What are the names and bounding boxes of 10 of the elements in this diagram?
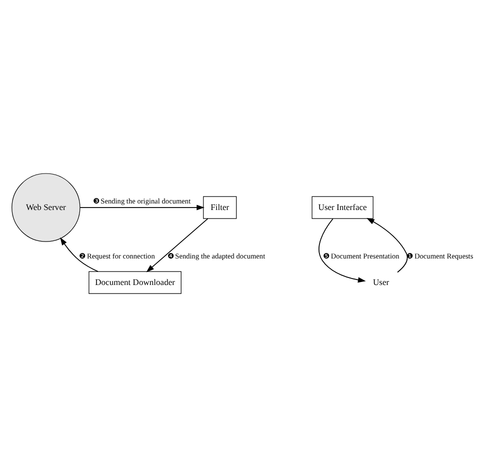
- node-box: Document Downloader: [88, 270, 181, 294]
- arrow: [146, 218, 208, 272]
- arrow: [366, 218, 408, 272]
- node-box: Filter: [202, 196, 236, 218]
- arrow: [79, 204, 204, 210]
- arrow: [60, 236, 98, 272]
- arrow: [318, 218, 366, 282]
- node-box: User Interface: [311, 196, 373, 218]
- node-circle: Web Server: [11, 172, 80, 242]
- node-text: User: [372, 276, 389, 286]
